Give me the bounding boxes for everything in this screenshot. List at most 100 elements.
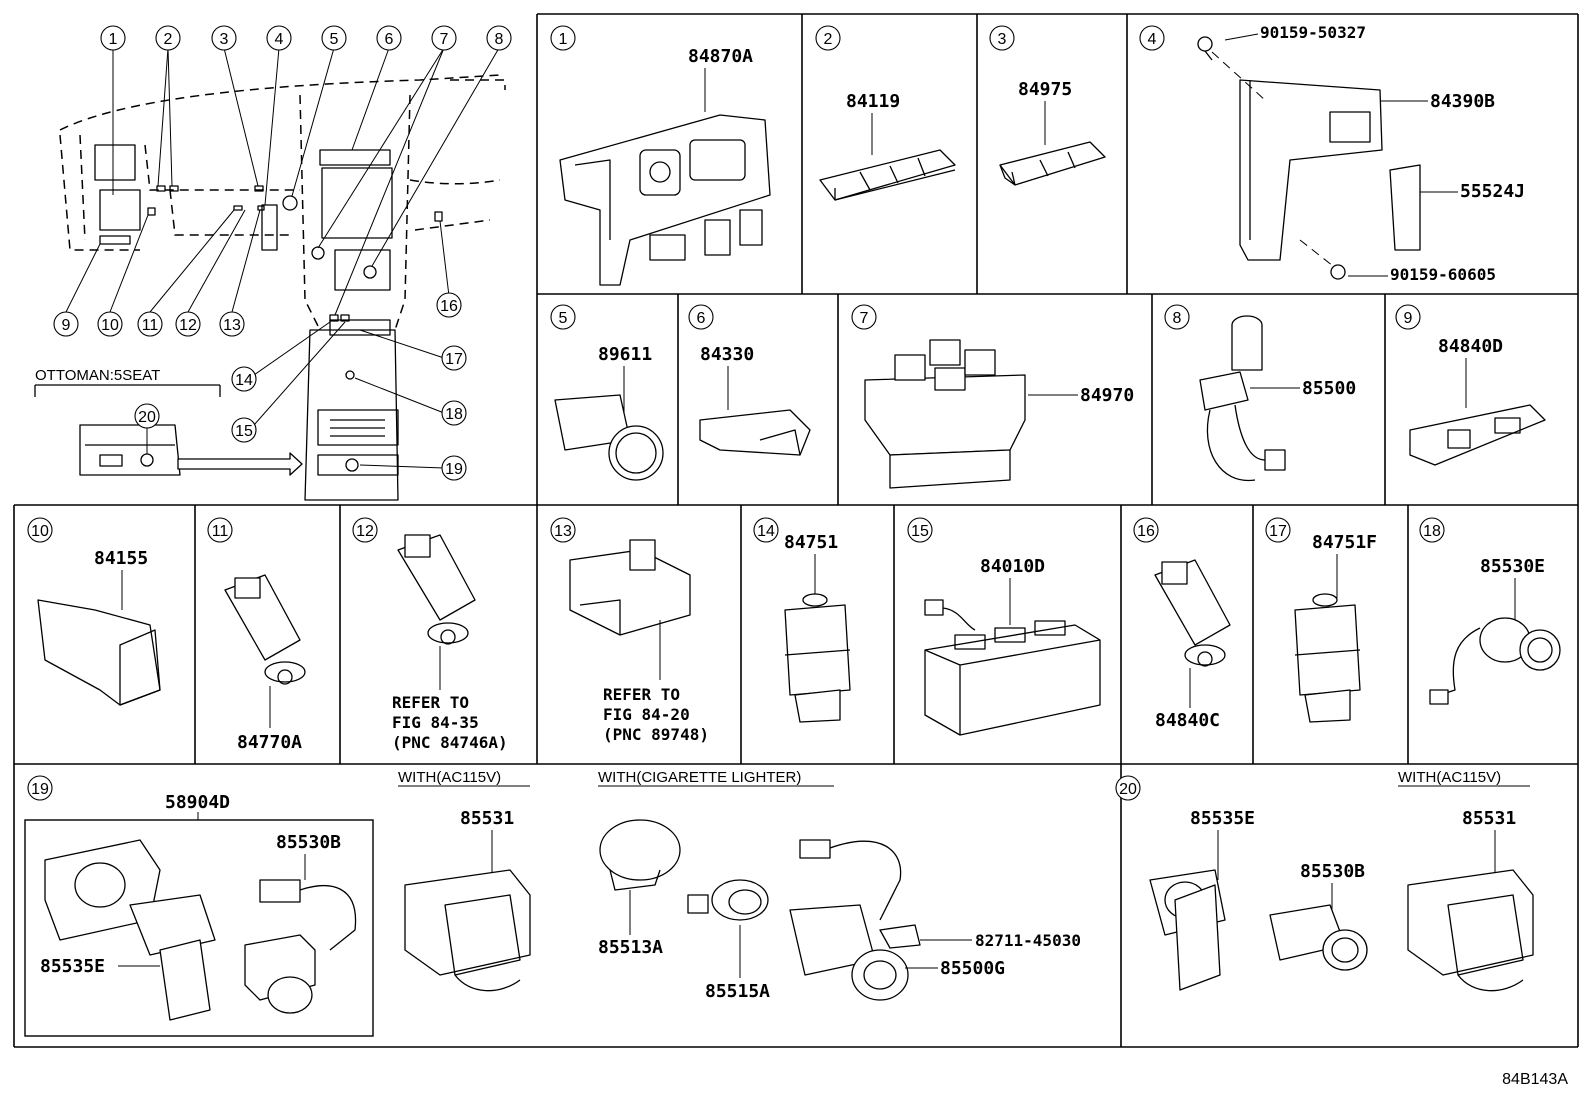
part-number: 84751	[784, 532, 838, 553]
overview-callout-8: 8	[486, 25, 512, 51]
overview-callout-6: 6	[376, 25, 402, 51]
svg-text:1: 1	[109, 31, 118, 48]
overview-callout-4: 4	[266, 25, 292, 51]
overview-callout-20: 20	[134, 403, 160, 429]
svg-text:19: 19	[31, 781, 49, 798]
grid-frames	[13, 13, 1579, 1048]
svg-text:3: 3	[220, 31, 229, 48]
svg-text:14: 14	[757, 523, 775, 540]
overview-callout-10: 10	[97, 311, 123, 337]
cell-14: 14 84751	[753, 517, 851, 723]
overview-callout-2: 2	[155, 25, 181, 51]
overview-callout-15: 15	[231, 417, 257, 443]
svg-text:5: 5	[559, 310, 568, 327]
svg-text:4: 4	[275, 31, 284, 48]
part-number: 90159-60605	[1390, 265, 1496, 284]
overview-callout-18: 18	[441, 400, 467, 426]
overview-callout-17: 17	[441, 345, 467, 371]
svg-text:16: 16	[1137, 523, 1155, 540]
svg-text:19: 19	[445, 461, 463, 478]
svg-text:12: 12	[179, 317, 197, 334]
svg-text:9: 9	[1404, 310, 1413, 327]
reference-note: (PNC 84746A)	[392, 733, 508, 752]
reference-note: FIG 84-20	[603, 705, 690, 724]
svg-text:15: 15	[911, 523, 929, 540]
cell-2: 2 84119	[815, 25, 956, 201]
reference-note: REFER TO	[603, 685, 680, 704]
part-number: 82711-45030	[975, 931, 1081, 950]
part-number: 84155	[94, 548, 148, 569]
cell-6: 6 84330	[688, 304, 811, 456]
part-number: 90159-50327	[1260, 23, 1366, 42]
svg-text:18: 18	[445, 406, 463, 423]
part-number: 85531	[1462, 808, 1516, 829]
cell-5: 5 89611	[550, 304, 664, 481]
svg-text:7: 7	[440, 31, 449, 48]
svg-text:2: 2	[164, 31, 173, 48]
part-number: 85531	[460, 808, 514, 829]
cell-1: 1 84870A	[550, 25, 771, 286]
condition-label: WITH(CIGARETTE LIGHTER)	[598, 769, 801, 786]
part-number: 84330	[700, 344, 754, 365]
svg-text:8: 8	[1173, 310, 1182, 327]
figure-id: 84B143A	[1502, 1071, 1568, 1088]
cell-16: 16 84840C	[1133, 517, 1231, 731]
svg-text:1: 1	[559, 31, 568, 48]
cell-20: 20 85535E 85530B WITH(AC115V) 85531	[1115, 769, 1534, 992]
part-number: 84870A	[688, 46, 753, 67]
cell-10: 10 84155	[27, 517, 161, 706]
svg-text:7: 7	[860, 310, 869, 327]
svg-text:17: 17	[1269, 523, 1287, 540]
cell-9: 9 84840D	[1395, 304, 1546, 466]
part-number: 84770A	[237, 732, 302, 753]
part-number: 85535E	[40, 956, 105, 977]
ottoman-label: OTTOMAN:5SEAT	[35, 367, 160, 384]
overview-callout-11: 11	[137, 311, 163, 337]
cell-3: 3 84975	[989, 25, 1106, 186]
part-number: 84119	[846, 91, 900, 112]
condition-label: WITH(AC115V)	[1398, 769, 1501, 786]
part-number: 84751F	[1312, 532, 1377, 553]
part-number: 85530B	[276, 832, 341, 853]
part-number: 55524J	[1460, 181, 1525, 202]
svg-text:20: 20	[138, 409, 156, 426]
part-number: 84840C	[1155, 710, 1220, 731]
svg-text:10: 10	[101, 317, 119, 334]
overview-callout-19: 19	[441, 455, 467, 481]
part-number: 84390B	[1430, 91, 1495, 112]
cell-12: 12 REFER TO FIG 84-35 (PNC 84746A)	[352, 517, 508, 752]
cell-11: 11 84770A	[207, 517, 306, 753]
svg-text:14: 14	[235, 372, 253, 389]
svg-text:12: 12	[356, 523, 374, 540]
part-number: 89611	[598, 344, 652, 365]
overview-callouts: 1 2 3 4 5 6 7 8 9 10 11 12 13 14 15 16 1…	[53, 25, 512, 481]
cell-8: 8 85500	[1164, 304, 1356, 482]
part-number: 84010D	[980, 556, 1045, 577]
cell-15: 15 84010D	[907, 517, 1101, 736]
svg-text:5: 5	[330, 31, 339, 48]
overview-callout-7: 7	[431, 25, 457, 51]
reference-note: REFER TO	[392, 693, 469, 712]
cell-17: 17 84751F	[1265, 517, 1377, 723]
part-number: 85530E	[1480, 556, 1545, 577]
part-number: 84840D	[1438, 336, 1503, 357]
svg-text:20: 20	[1119, 781, 1137, 798]
part-number: 58904D	[165, 792, 230, 813]
reference-note: FIG 84-35	[392, 713, 479, 732]
part-number: 85500G	[940, 958, 1005, 979]
overview-callout-13: 13	[219, 311, 245, 337]
overview-callout-9: 9	[53, 311, 79, 337]
svg-text:3: 3	[998, 31, 1007, 48]
cell-18: 18 85530E	[1419, 517, 1561, 705]
svg-text:10: 10	[31, 523, 49, 540]
svg-text:16: 16	[440, 298, 458, 315]
reference-note: (PNC 89748)	[603, 725, 709, 744]
overview-callout-3: 3	[211, 25, 237, 51]
dashboard-overview: 1 2 3 4 5 6 7 8 9 10 11 12 13 14 15 16 1…	[34, 25, 512, 501]
cell-13: 13 REFER TO FIG 84-20 (PNC 89748)	[550, 517, 709, 744]
part-number: 85515A	[705, 981, 770, 1002]
part-number: 84975	[1018, 79, 1072, 100]
part-number: 84970	[1080, 385, 1134, 406]
overview-callout-12: 12	[175, 311, 201, 337]
